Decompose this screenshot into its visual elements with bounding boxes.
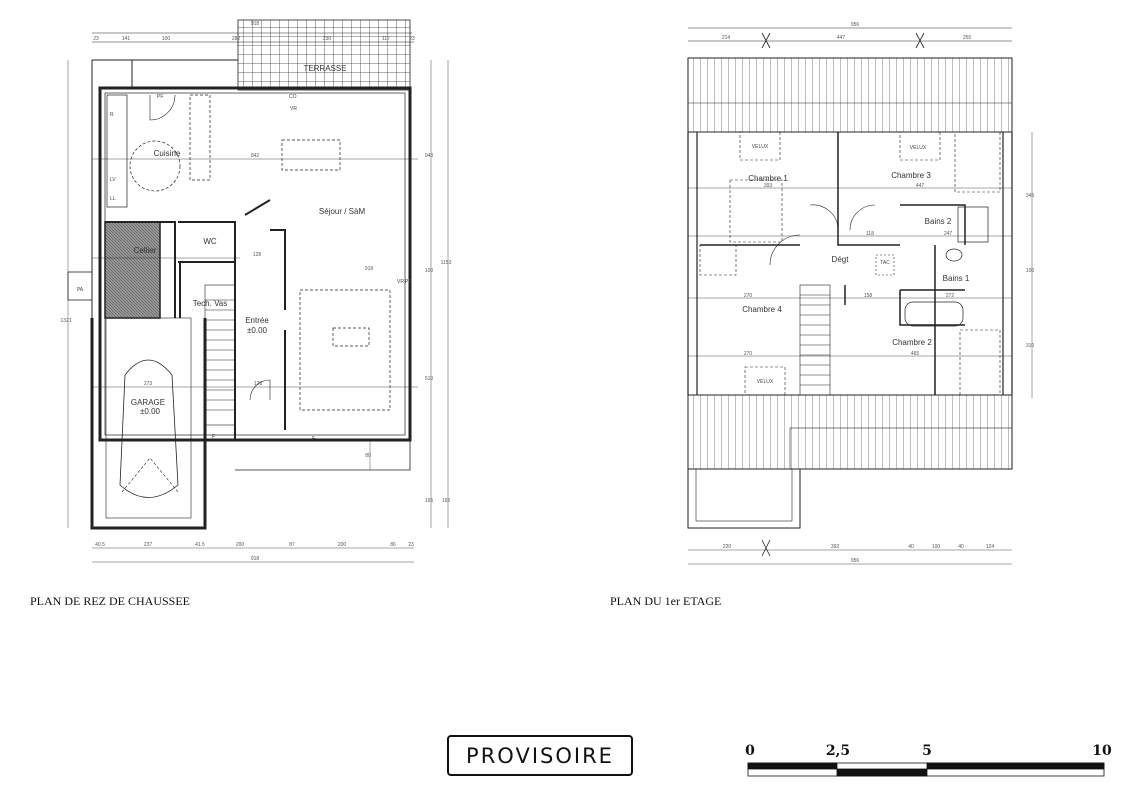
dim-label: 128	[253, 252, 262, 258]
dim-label: 41.5	[195, 542, 205, 548]
dim-label: 918	[365, 266, 374, 272]
ground-floor-labels: TERRASSE Cuisine Séjour / SàM WC Cellier…	[60, 21, 451, 562]
ground-floor-plan	[67, 19, 449, 563]
fixture-f: F	[212, 434, 215, 440]
dim-label: 23	[93, 36, 99, 42]
dim-label: 273	[144, 381, 153, 387]
dim-label: 220	[723, 544, 732, 550]
dim-label: 165	[425, 498, 434, 504]
dim-label: 80	[365, 453, 371, 459]
fixture-co: CO	[289, 94, 297, 100]
dim-label: 86	[390, 542, 396, 548]
dim-label: 87	[289, 542, 295, 548]
dim-label: 100	[425, 268, 434, 274]
room-label-chambre1: Chambre 1	[748, 174, 788, 183]
dim-label: 237	[144, 542, 153, 548]
dim-label: 272	[946, 293, 955, 299]
dim-label: 165	[442, 498, 451, 504]
fixture-vr: VR	[397, 279, 404, 285]
scale-label: 10	[1092, 743, 1112, 759]
room-label-degt: Dégt	[832, 255, 850, 264]
dim-label: 447	[837, 35, 846, 41]
room-label-chambre2: Chambre 2	[892, 338, 932, 347]
dim-label: 282	[232, 36, 241, 42]
dim-bottom-overall: 918	[251, 556, 260, 562]
dim-top-overall: 918	[251, 21, 260, 27]
room-label-tech: Tech. Vas	[193, 299, 228, 308]
room-label-bains2: Bains 2	[925, 217, 952, 226]
dim-label: 943	[425, 153, 434, 159]
dim-label: 23	[408, 542, 414, 548]
dim-label: 40	[958, 544, 964, 550]
dim-label: 247	[944, 231, 953, 237]
scale-bar	[747, 762, 1105, 777]
dim-label: 40.5	[95, 542, 105, 548]
dim-label: 200	[236, 542, 245, 548]
fixture-lv: LV	[110, 177, 116, 183]
room-label-sejour: Séjour / SàM	[319, 207, 366, 216]
dim-label: 100	[932, 544, 941, 550]
dim-label: 270	[744, 293, 753, 299]
fixture-pf: PF	[405, 279, 411, 285]
dim-label: 214	[722, 35, 731, 41]
fixture-vr: VR	[290, 106, 297, 112]
velux-label: VELUX	[757, 379, 774, 385]
dim-label: 842	[251, 153, 260, 159]
dim-label: 510	[425, 376, 434, 382]
room-label-garage: GARAGE	[131, 398, 165, 407]
terrace-hatch	[237, 19, 411, 91]
dim-label: 392	[831, 544, 840, 550]
pac-label: PA	[77, 287, 84, 293]
ground-floor-caption: PLAN DE REZ DE CHAUSSEE	[30, 594, 191, 608]
dim-label: 124	[986, 544, 995, 550]
scale-label: 5	[922, 743, 932, 759]
first-floor-labels: Chambre 1 Chambre 3 Bains 2 Dégt TAC Bai…	[722, 22, 1035, 564]
dim-bottom-overall: 956	[851, 558, 860, 564]
dim-label: 447	[916, 183, 925, 189]
dim-label: 1153	[441, 260, 452, 266]
room-label-bains1: Bains 1	[943, 274, 970, 283]
room-label-wc: WC	[203, 237, 217, 246]
dim-label: 128	[254, 381, 263, 387]
room-label-chambre4: Chambre 4	[742, 305, 782, 314]
tac-label: TAC	[880, 260, 890, 266]
fixture-r: R	[110, 112, 114, 118]
level-garage: ±0.00	[140, 407, 161, 416]
first-floor-caption: PLAN DU 1er ETAGE	[610, 594, 722, 608]
dim-label: 23	[409, 36, 415, 42]
room-label-cellier: Cellier	[134, 246, 157, 255]
dim-label: 465	[911, 351, 920, 357]
dim-label: 100	[162, 36, 171, 42]
dim-label: 141	[122, 36, 131, 42]
fixture-f: F	[312, 436, 315, 442]
dim-label: 393	[764, 183, 773, 189]
dim-label: 200	[338, 542, 347, 548]
scale-label: 2,5	[825, 743, 851, 759]
room-label-cuisine: Cuisine	[154, 149, 181, 158]
dim-label: 310	[1026, 343, 1035, 349]
dim-label: 117	[382, 36, 390, 42]
first-floor-plan	[687, 27, 1033, 565]
velux-label: VELUX	[910, 145, 927, 151]
scale-label: 0	[745, 743, 755, 759]
velux-label: VELUX	[752, 144, 769, 150]
dim-label: 345	[1026, 193, 1035, 199]
dim-label: 100	[1026, 268, 1035, 274]
dim-top-overall: 956	[851, 22, 860, 28]
room-label-entree: Entrée	[245, 316, 269, 325]
dim-label: 118	[866, 231, 874, 237]
fixture-ll: LL	[110, 196, 116, 202]
dim-label: 1321	[60, 318, 71, 324]
level-entree: ±0.00	[247, 326, 268, 335]
room-label-terrasse: TERRASSE	[303, 64, 346, 73]
dim-label: 255	[963, 35, 972, 41]
dim-label: 230	[323, 36, 332, 42]
provisoire-stamp: PROVISOIRE	[447, 735, 633, 776]
room-label-chambre3: Chambre 3	[891, 171, 931, 180]
fixture-pf: PF	[157, 94, 163, 100]
dim-label: 158	[864, 293, 873, 299]
dim-label: 40	[908, 544, 914, 550]
dim-label: 270	[744, 351, 753, 357]
